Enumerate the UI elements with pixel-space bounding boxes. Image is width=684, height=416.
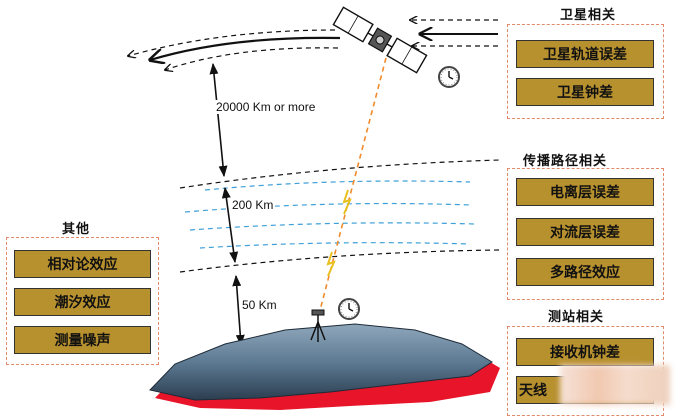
item-satellite-clock-error: 卫星钟差 [516, 78, 654, 106]
item-measurement-noise: 测量噪声 [14, 326, 151, 354]
distance-label-orbit: 20000 Km or more [214, 100, 318, 114]
group-title-propagation: 传播路径相关 [523, 154, 608, 169]
atmosphere-layers [179, 159, 501, 273]
item-tidal-effect: 潮汐效应 [14, 288, 151, 316]
terrain-icon [149, 323, 500, 410]
group-title-other: 其他 [62, 222, 91, 237]
satellite-icon [332, 6, 428, 74]
distance-label-troposphere: 50 Km [240, 298, 279, 312]
item-relativity-effect: 相对论效应 [14, 250, 151, 278]
item-troposphere-error: 对流层误差 [516, 218, 654, 246]
orbit-lines [128, 20, 498, 70]
item-multipath-effect: 多路径效应 [516, 258, 654, 286]
watermark-blur [560, 365, 670, 405]
item-satellite-orbit-error: 卫星轨道误差 [516, 40, 654, 68]
group-title-satellite: 卫星相关 [560, 8, 617, 23]
antenna-tripod-icon [310, 309, 326, 342]
signal-path [317, 57, 387, 319]
clock-icon [338, 298, 360, 320]
lightning-icon [326, 189, 352, 277]
item-ionosphere-error: 电离层误差 [516, 178, 654, 206]
panel-satellite [507, 24, 664, 119]
item-receiver-clock-error: 接收机钟差 [516, 338, 654, 366]
panel-propagation [507, 168, 664, 300]
panel-other [6, 237, 159, 365]
clock-icon [438, 66, 460, 88]
distance-label-ionosphere: 200 Km [230, 198, 276, 212]
group-title-station: 测站相关 [548, 310, 605, 325]
distance-arrows [209, 62, 245, 347]
